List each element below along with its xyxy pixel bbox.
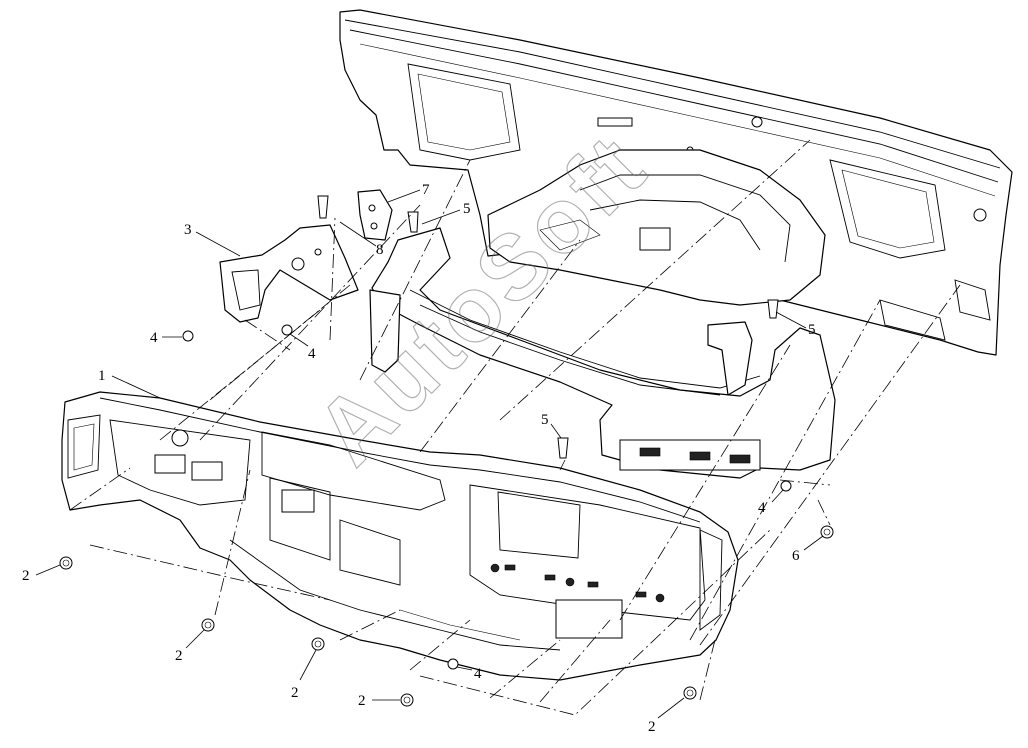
- nut-2a: [59, 556, 73, 570]
- bolt-4b: [281, 324, 293, 336]
- small-bracket-part-7: [357, 189, 393, 241]
- nut-2e: [683, 686, 697, 700]
- nut-6: [820, 525, 834, 539]
- bolt-4a: [182, 330, 194, 342]
- assembly-lines: [69, 139, 961, 716]
- callout-labels: 1 2 2 2 2 2 3 4 4 4 4 5 5 5 6 7 8: [22, 182, 816, 735]
- callout-4: 4: [150, 330, 158, 346]
- bolt-4c: [780, 480, 792, 492]
- callout-2: 2: [175, 648, 183, 664]
- callout-8: 8: [376, 242, 384, 258]
- callout-5: 5: [808, 322, 816, 338]
- callout-4: 4: [758, 500, 766, 516]
- nut-2b: [201, 618, 215, 632]
- instrument-panel-part-1: [61, 391, 739, 681]
- cross-car-beam: [369, 227, 836, 479]
- callout-2: 2: [22, 568, 30, 584]
- nut-2c: [311, 637, 325, 651]
- fasteners: [59, 324, 834, 707]
- callout-5: 5: [463, 201, 471, 217]
- callout-3: 3: [184, 222, 192, 238]
- callout-1: 1: [98, 368, 106, 384]
- callout-7: 7: [422, 182, 430, 198]
- callout-4: 4: [474, 666, 482, 682]
- left-bracket-part-3: [219, 224, 359, 323]
- callout-6: 6: [792, 548, 800, 564]
- bolt-4d: [447, 658, 459, 670]
- callout-2: 2: [291, 685, 299, 701]
- callout-2: 2: [358, 693, 366, 709]
- callout-4: 4: [308, 346, 316, 362]
- leader-lines: [35, 189, 824, 719]
- callout-2: 2: [648, 719, 656, 735]
- callout-5: 5: [541, 412, 549, 428]
- center-tunnel: [487, 149, 826, 306]
- bolts-upper: [317, 195, 779, 459]
- nut-2d: [400, 693, 414, 707]
